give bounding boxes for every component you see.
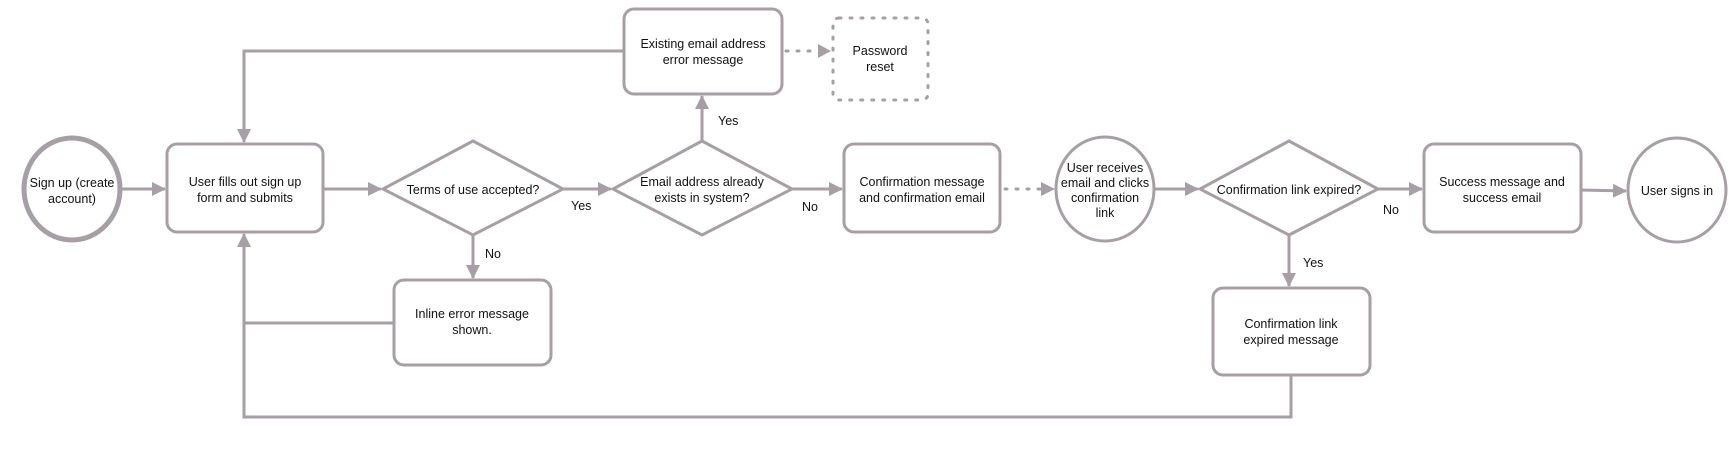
edge-expired-loop bbox=[237, 233, 1293, 419]
decision-link-expired: Confirmation link expired? bbox=[1196, 139, 1382, 237]
node-user-signs-in: User signs in bbox=[1626, 136, 1728, 244]
svg-text:Terms of use accepted?: Terms of use accepted? bbox=[407, 183, 540, 197]
label-terms-yes: Yes bbox=[571, 199, 591, 213]
label-exists-no: No bbox=[802, 200, 818, 214]
svg-text:Confirmation link expired?: Confirmation link expired? bbox=[1217, 183, 1362, 197]
edge-existing-error-loop bbox=[237, 49, 624, 143]
label-exists-yes: Yes bbox=[718, 114, 738, 128]
label-expired-yes: Yes bbox=[1303, 256, 1323, 270]
label-terms-no: No bbox=[485, 247, 501, 261]
label-expired-no: No bbox=[1383, 203, 1399, 217]
edge-success-to-signin bbox=[1580, 183, 1627, 198]
arrowhead bbox=[1041, 182, 1055, 196]
decision-terms: Terms of use accepted? bbox=[379, 139, 567, 237]
connectors bbox=[119, 44, 1627, 419]
arrowhead bbox=[818, 44, 831, 58]
svg-text:User signs in: User signs in bbox=[1641, 184, 1713, 198]
